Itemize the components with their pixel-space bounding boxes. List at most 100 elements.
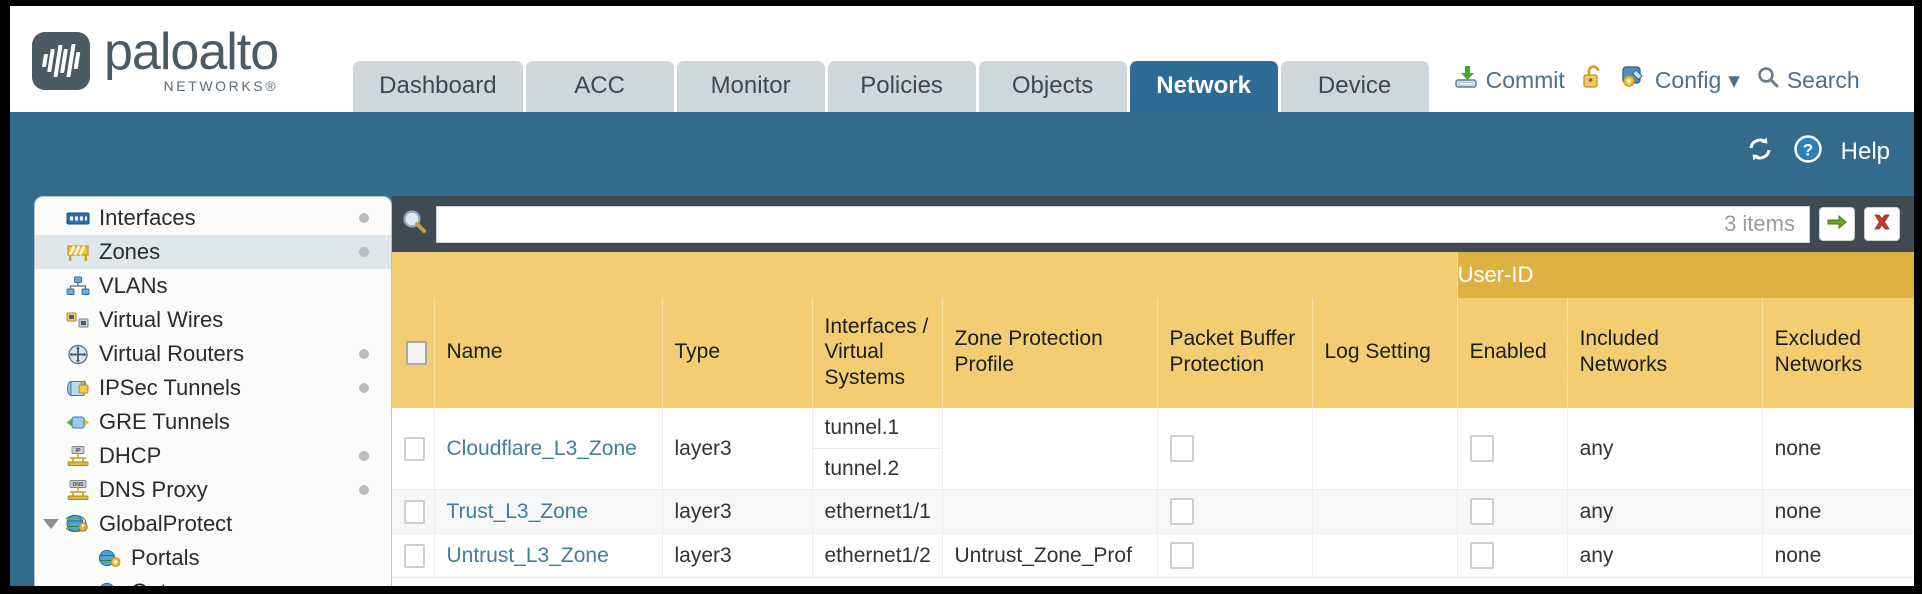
- refresh-icon[interactable]: [1745, 135, 1775, 168]
- sidebar-item-interfaces[interactable]: Interfaces: [35, 201, 391, 235]
- zones-table-wrap: User-ID Name Type Interfaces / Virtual S…: [392, 252, 1914, 586]
- vlans-icon: [65, 275, 91, 297]
- search-button[interactable]: Search: [1756, 65, 1860, 95]
- userid-enabled-cell: [1457, 408, 1568, 490]
- log-setting-cell: [1312, 408, 1458, 490]
- row-checkbox[interactable]: [404, 436, 425, 461]
- select-all-checkbox[interactable]: [406, 340, 427, 365]
- sidebar-item-gateways[interactable]: Gateways: [35, 575, 391, 586]
- sidebar-item-virtual-wires[interactable]: Virtual Wires: [35, 303, 391, 337]
- included-networks-cell: any: [1567, 408, 1763, 490]
- userid-enabled-checkbox[interactable]: [1469, 542, 1494, 569]
- lock-button[interactable]: [1581, 64, 1605, 96]
- filter-bar: 3 items: [392, 196, 1914, 252]
- group-header-spacer: [392, 252, 1458, 298]
- packet-buffer-protection-cell: [1157, 489, 1313, 534]
- dhcp-icon: IP: [65, 445, 91, 467]
- col-type[interactable]: Type: [662, 298, 813, 408]
- red-x-clear-icon: [1871, 212, 1893, 237]
- userid-enabled-checkbox[interactable]: [1469, 498, 1494, 525]
- select-all-cell: [392, 298, 435, 408]
- tab-monitor[interactable]: Monitor: [676, 61, 825, 112]
- sidebar-item-label: VLANs: [99, 273, 168, 298]
- sidebar-item-virtual-routers[interactable]: Virtual Routers: [35, 337, 391, 371]
- commit-save-icon: [1453, 64, 1479, 96]
- zone-name-link[interactable]: Trust_L3_Zone: [446, 499, 589, 523]
- chevron-down-icon[interactable]: [43, 519, 59, 529]
- packet-buffer-protection-checkbox[interactable]: [1169, 498, 1194, 525]
- svg-text:IP: IP: [75, 448, 80, 454]
- apply-filter-button[interactable]: [1819, 207, 1855, 241]
- tab-network[interactable]: Network: [1129, 61, 1278, 112]
- item-count: 3 items: [1724, 211, 1795, 236]
- row-checkbox[interactable]: [404, 543, 425, 568]
- gateways-icon: [97, 581, 123, 586]
- col-included-networks[interactable]: Included Networks: [1567, 298, 1763, 408]
- sidebar-item-label: Gateways: [131, 579, 229, 586]
- packet-buffer-protection-checkbox[interactable]: [1169, 542, 1194, 569]
- tab-acc[interactable]: ACC: [525, 61, 674, 112]
- col-name[interactable]: Name: [434, 298, 663, 408]
- sidebar-item-zones[interactable]: Zones: [35, 235, 391, 269]
- sidebar-item-label: GlobalProtect: [99, 511, 233, 536]
- ipsec-tunnels-icon: [65, 377, 91, 399]
- row-select-cell: [392, 489, 435, 534]
- magnifier-icon: [1756, 65, 1780, 95]
- tab-policies[interactable]: Policies: [827, 61, 976, 112]
- filter-input[interactable]: 3 items: [436, 205, 1810, 243]
- gre-tunnels-icon: [65, 411, 91, 433]
- unlocked-padlock-icon: [1581, 64, 1605, 96]
- sidebar-item-ipsec-tunnels[interactable]: IPSec Tunnels: [35, 371, 391, 405]
- magnifier-icon[interactable]: [400, 207, 430, 242]
- col-zone-protection[interactable]: Zone Protection Profile: [942, 298, 1158, 408]
- tab-device[interactable]: Device: [1280, 61, 1429, 112]
- tab-objects[interactable]: Objects: [978, 61, 1127, 112]
- col-interfaces[interactable]: Interfaces / Virtual Systems: [812, 298, 943, 408]
- column-header-row: Name Type Interfaces / Virtual Systems Z…: [392, 298, 1914, 408]
- packet-buffer-protection-cell: [1157, 408, 1313, 490]
- col-excluded-networks[interactable]: Excluded Networks: [1762, 298, 1914, 408]
- zone-name-link[interactable]: Cloudflare_L3_Zone: [446, 436, 637, 460]
- userid-enabled-checkbox[interactable]: [1469, 435, 1494, 462]
- sidebar-item-gre-tunnels[interactable]: GRE Tunnels: [35, 405, 391, 439]
- sidebar-item-status-dot: [359, 451, 369, 461]
- tab-dashboard[interactable]: Dashboard: [353, 61, 523, 112]
- commit-button[interactable]: Commit: [1453, 64, 1565, 96]
- interface-entry: tunnel.2: [824, 457, 900, 480]
- virtual-wires-icon: [65, 309, 91, 331]
- top-actions: Commit: [1453, 64, 1860, 96]
- sidebar-item-label: IPSec Tunnels: [99, 375, 241, 400]
- help-question-icon[interactable]: ?: [1793, 134, 1823, 169]
- sidebar-item-status-dot: [359, 383, 369, 393]
- config-menu[interactable]: Config ▾: [1621, 64, 1740, 96]
- config-wrench-icon: [1621, 64, 1648, 96]
- zone-name-link[interactable]: Untrust_L3_Zone: [446, 543, 609, 567]
- sidebar-item-portals[interactable]: Portals: [35, 541, 391, 575]
- clear-filter-button[interactable]: [1864, 207, 1900, 241]
- zone-name-cell: Untrust_L3_Zone: [434, 533, 663, 578]
- col-userid-enabled[interactable]: Enabled: [1457, 298, 1568, 408]
- col-log-setting[interactable]: Log Setting: [1312, 298, 1458, 408]
- row-checkbox[interactable]: [404, 499, 425, 524]
- svg-text:DNS: DNS: [73, 482, 84, 488]
- sidebar-item-status-dot: [359, 349, 369, 359]
- commit-label: Commit: [1485, 66, 1565, 93]
- packet-buffer-protection-checkbox[interactable]: [1169, 435, 1194, 462]
- included-networks-cell: any: [1567, 489, 1763, 534]
- help-group: ? Help: [1745, 134, 1890, 169]
- help-label[interactable]: Help: [1840, 137, 1890, 165]
- sidebar-item-globalprotect[interactable]: GlobalProtect: [35, 507, 391, 541]
- zone-protection-profile-cell: [942, 489, 1158, 534]
- interface-entry: ethernet1/1: [824, 499, 931, 523]
- sidebar-item-label: GRE Tunnels: [99, 409, 230, 434]
- col-packet-buffer[interactable]: Packet Buffer Protection: [1157, 298, 1313, 408]
- sidebar-item-vlans[interactable]: VLANs: [35, 269, 391, 303]
